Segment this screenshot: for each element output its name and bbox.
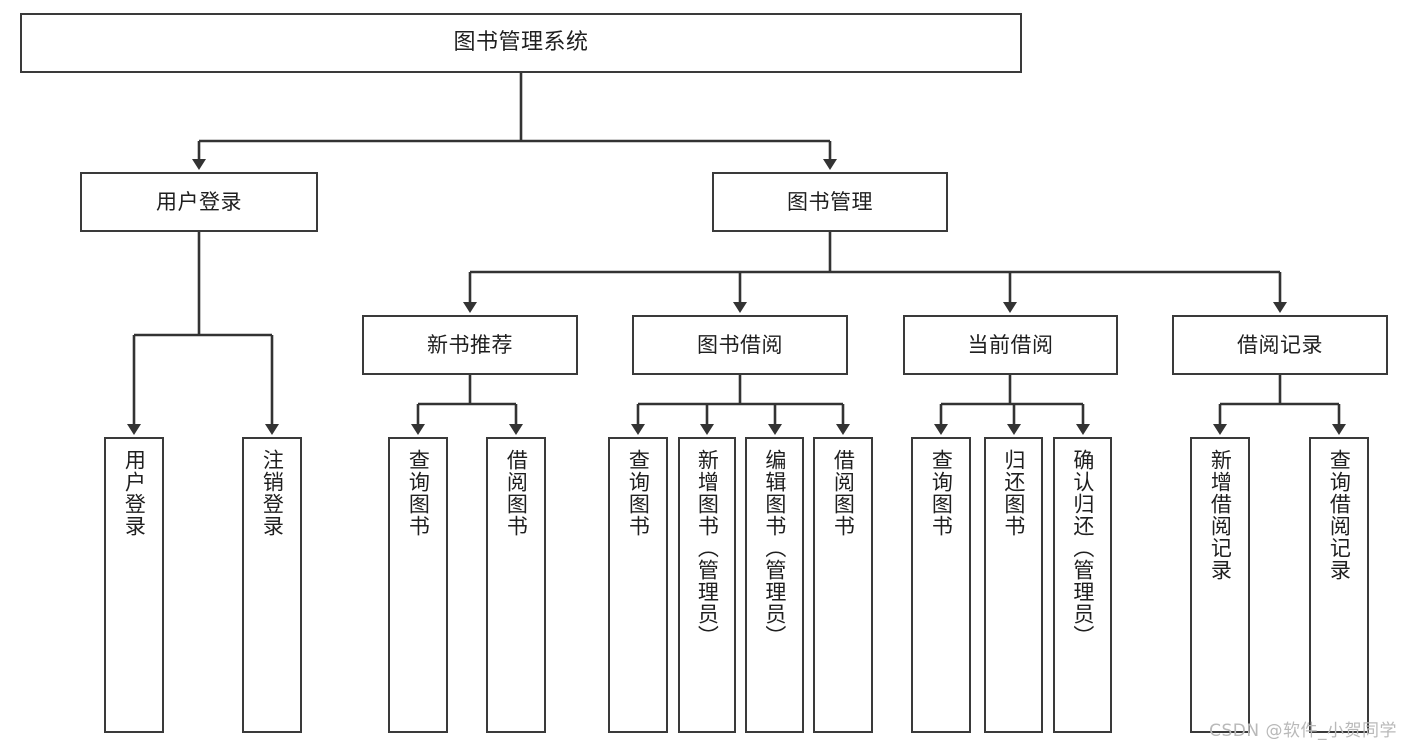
leaf-add-book-admin[interactable]: 新增图书（管理员） xyxy=(678,437,736,733)
node-book-management[interactable]: 图书管理 xyxy=(712,172,948,232)
leaf-add-borrow-record[interactable]: 新增借阅记录 xyxy=(1190,437,1250,733)
leaf-logout[interactable]: 注销登录 xyxy=(242,437,302,733)
watermark-text: CSDN @软件_小贺同学 xyxy=(1209,721,1397,741)
node-book-management-label: 图书管理 xyxy=(787,189,873,214)
leaf-query-book-current[interactable]: 查询图书 xyxy=(911,437,971,733)
node-book-borrow[interactable]: 图书借阅 xyxy=(632,315,848,375)
leaf-borrow-book-label: 借阅图书 xyxy=(831,449,856,537)
leaf-borrow-book[interactable]: 借阅图书 xyxy=(813,437,873,733)
leaf-query-book-newbook-label: 查询图书 xyxy=(406,449,431,537)
leaf-query-borrow-record-label: 查询借阅记录 xyxy=(1327,449,1352,581)
node-root[interactable]: 图书管理系统 xyxy=(20,13,1022,73)
leaf-logout-label: 注销登录 xyxy=(260,449,285,537)
leaf-query-book-current-label: 查询图书 xyxy=(929,449,954,537)
node-current-borrow-label: 当前借阅 xyxy=(967,332,1054,357)
node-borrow-record[interactable]: 借阅记录 xyxy=(1172,315,1388,375)
leaf-edit-book-admin-label: 编辑图书（管理员） xyxy=(762,449,787,647)
node-new-book-recommend[interactable]: 新书推荐 xyxy=(362,315,578,375)
leaf-borrow-book-newbook[interactable]: 借阅图书 xyxy=(486,437,546,733)
leaf-query-borrow-record[interactable]: 查询借阅记录 xyxy=(1309,437,1369,733)
leaf-query-book-borrow-label: 查询图书 xyxy=(626,449,651,537)
node-user-login[interactable]: 用户登录 xyxy=(80,172,318,232)
node-new-book-recommend-label: 新书推荐 xyxy=(427,332,513,357)
leaf-user-login[interactable]: 用户登录 xyxy=(104,437,164,733)
node-current-borrow[interactable]: 当前借阅 xyxy=(903,315,1118,375)
node-borrow-record-label: 借阅记录 xyxy=(1237,332,1323,357)
leaf-query-book-borrow[interactable]: 查询图书 xyxy=(608,437,668,733)
node-book-borrow-label: 图书借阅 xyxy=(697,332,783,357)
leaf-add-borrow-record-label: 新增借阅记录 xyxy=(1208,449,1233,581)
leaf-return-book-label: 归还图书 xyxy=(1001,449,1026,537)
leaf-return-book[interactable]: 归还图书 xyxy=(984,437,1043,733)
leaf-query-book-newbook[interactable]: 查询图书 xyxy=(388,437,448,733)
node-user-login-label: 用户登录 xyxy=(156,189,242,214)
leaf-edit-book-admin[interactable]: 编辑图书（管理员） xyxy=(745,437,804,733)
leaf-confirm-return-admin[interactable]: 确认归还（管理员） xyxy=(1053,437,1112,733)
leaf-user-login-label: 用户登录 xyxy=(122,449,147,537)
leaf-add-book-admin-label: 新增图书（管理员） xyxy=(695,449,720,647)
node-root-label: 图书管理系统 xyxy=(453,30,589,56)
leaf-borrow-book-newbook-label: 借阅图书 xyxy=(504,449,529,537)
leaf-confirm-return-admin-label: 确认归还（管理员） xyxy=(1070,449,1095,647)
